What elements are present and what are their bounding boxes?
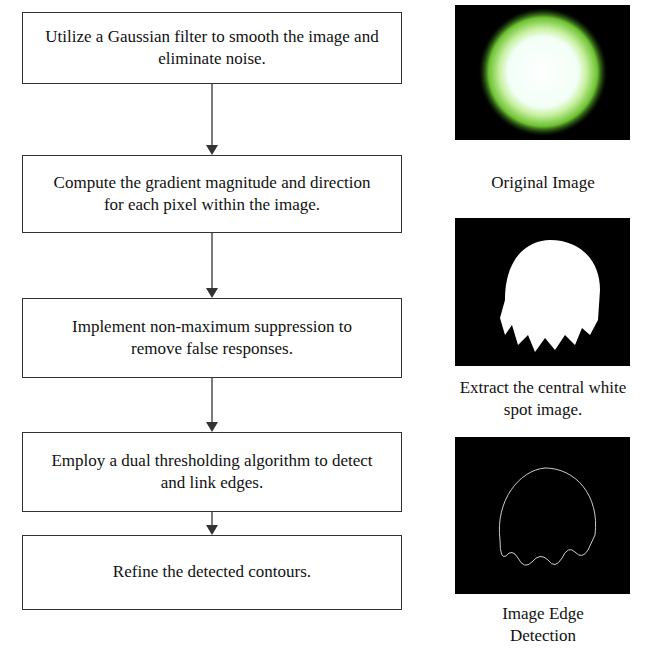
step-text: Employ a dual thresholding algorithm to …: [45, 450, 379, 494]
light-spot: [479, 8, 607, 136]
image-caption: Original Image: [448, 172, 638, 194]
flow-arrow: [206, 512, 218, 535]
step-text: Compute the gradient magnitude and direc…: [45, 172, 379, 216]
process-box: Employ a dual thresholding algorithm to …: [22, 432, 402, 512]
edge-photo: [455, 437, 630, 594]
process-box: Implement non-maximum suppression to rem…: [22, 298, 402, 378]
original-photo: [455, 5, 630, 140]
flow-arrow: [206, 233, 218, 298]
flow-arrow: [206, 84, 218, 155]
step-text: Implement non-maximum suppression to rem…: [45, 316, 379, 360]
edge-contour: [499, 468, 595, 565]
process-box: Compute the gradient magnitude and direc…: [22, 155, 402, 233]
image-caption: Image Edge Detection: [478, 603, 608, 647]
flow-arrow: [206, 378, 218, 432]
step-text: Utilize a Gaussian filter to smooth the …: [45, 26, 379, 70]
step-text: Refine the detected contours.: [113, 561, 311, 583]
image-caption: Extract the central white spot image.: [458, 377, 628, 421]
white-spot-photo: [455, 218, 630, 366]
white-spot: [500, 240, 600, 352]
process-box: Utilize a Gaussian filter to smooth the …: [22, 12, 402, 84]
process-box: Refine the detected contours.: [22, 535, 402, 610]
